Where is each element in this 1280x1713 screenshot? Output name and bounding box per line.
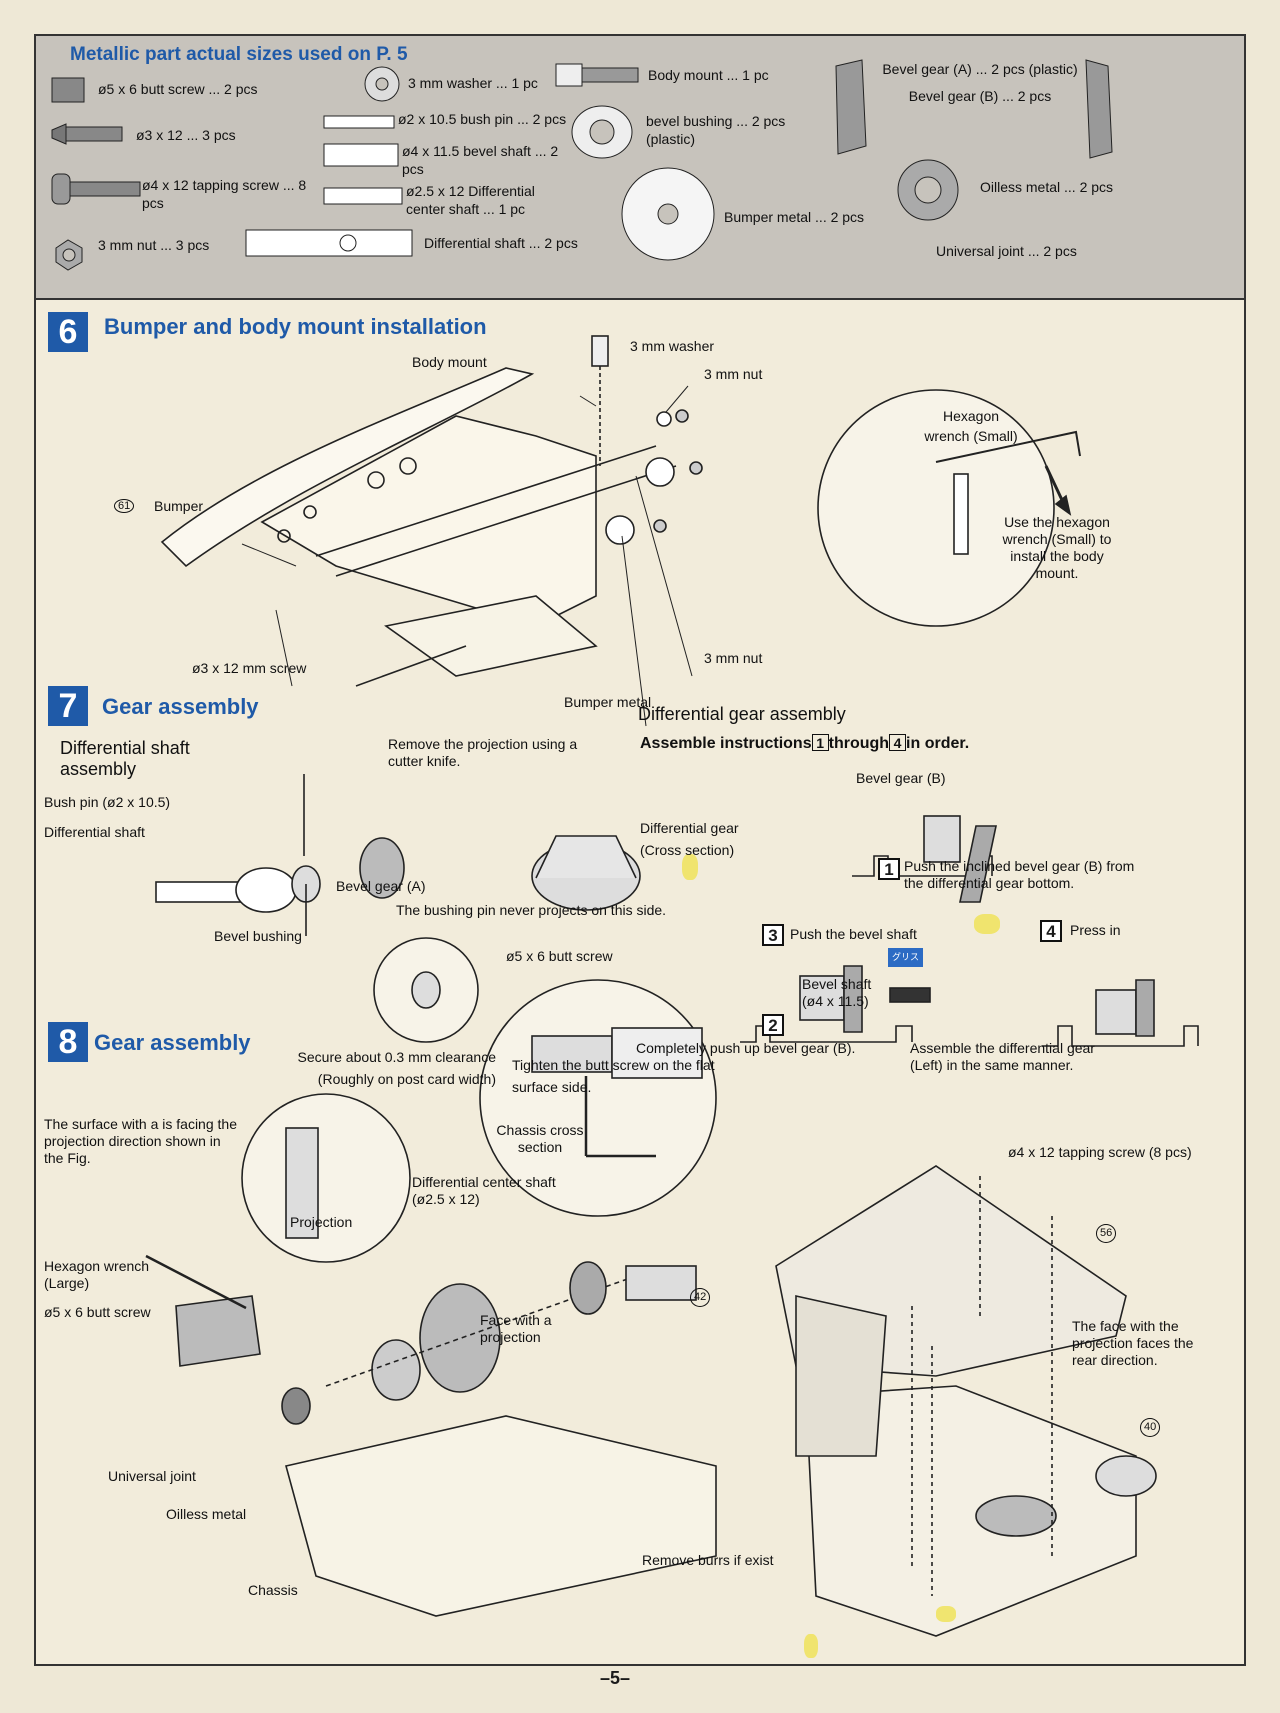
diff-step2-number: 2	[762, 1014, 784, 1036]
label-chassis-cross: Chassis cross section	[496, 1122, 584, 1155]
parts-panel-title: Metallic part actual sizes used on P. 5	[70, 44, 408, 65]
label-clearance: Secure about 0.3 mm clearance (Roughly o…	[297, 1049, 496, 1087]
label-bumper-ref: 61	[114, 496, 135, 515]
part-label-bevel-shaft: ø4 x 11.5 bevel shaft ... 2 pcs	[402, 143, 559, 177]
label-bumper-metal: Bumper metal	[564, 694, 652, 710]
label-surface-note: The surface with a is facing the project…	[44, 1116, 237, 1166]
diff-step1-text: Push the inclined bevel gear (B) from th…	[904, 858, 1135, 891]
step7-title: Gear assembly	[102, 694, 259, 719]
part-label-center-shaft: ø2.5 x 12 Differential center shaft ... …	[406, 183, 535, 217]
diff-step1-number: 1	[878, 858, 900, 880]
part-label-bush-pin: ø2 x 10.5 bush pin ... 2 pcs	[398, 111, 567, 127]
label-oilless-metal: Oilless metal	[166, 1506, 247, 1522]
step8-title: Gear assembly	[94, 1030, 251, 1055]
part-label-butt-screw: ø5 x 6 butt screw ... 2 pcs	[98, 81, 258, 97]
part-label-ujoint: Universal joint ... 2 pcs	[936, 243, 1077, 259]
parts-panel: Metallic part actual sizes used on P. 5	[36, 36, 1244, 300]
part-label-washer: 3 mm washer ... 1 pc	[408, 75, 538, 91]
ref-56: 56	[1096, 1224, 1117, 1243]
page-number: –5–	[600, 1668, 631, 1688]
manual-page: Metallic part actual sizes used on P. 5	[34, 34, 1246, 1666]
ref-42: 42	[690, 1288, 711, 1307]
label-diff-gear: Differential gear	[640, 820, 739, 836]
label-bumper: Bumper	[154, 498, 204, 514]
stain	[804, 1634, 818, 1658]
label-universal-joint: Universal joint	[108, 1468, 196, 1484]
part-label-tapping-screw: ø4 x 12 tapping screw ... 8 pcs	[142, 177, 307, 211]
diff-step4-text: Press in	[1070, 922, 1121, 938]
label-butt-screw-zoom: ø5 x 6 butt screw	[506, 948, 613, 964]
label-center-shaft: Differential center shaft (ø2.5 x 12)	[412, 1174, 556, 1207]
label-nut-bottom: 3 mm nut	[704, 650, 763, 666]
label-body-mount: Body mount	[412, 354, 487, 370]
diff-step3-text: Push the bevel shaft	[790, 926, 917, 942]
stain	[682, 854, 698, 880]
label-face-projection: Face with a projection	[480, 1312, 552, 1345]
label-hex-wrench-small: Hexagon wrench (Small)	[924, 408, 1018, 444]
label-butt-screw: ø5 x 6 butt screw	[44, 1304, 151, 1320]
diff-left-note: Assemble the differential gear (Left) in…	[910, 1040, 1095, 1073]
diff-step3-number: 3	[762, 924, 784, 946]
part-label-body-mount: Body mount ... 1 pc	[648, 67, 769, 83]
label-bush-pin: Bush pin (ø2 x 10.5)	[44, 794, 171, 810]
step6-number: 6	[48, 312, 88, 352]
step7-subtitle: Differential shaft assembly	[60, 738, 190, 779]
label-chassis: Chassis	[248, 1582, 298, 1598]
diff-step2-text: Completely push up bevel gear (B).	[636, 1040, 856, 1056]
part-label-bevel-gear: Bevel gear (A) ... 2 pcs (plastic) Bevel…	[882, 61, 1078, 104]
label-bevel-shaft: Bevel shaft (ø4 x 11.5)	[802, 976, 872, 1009]
part-label-bevel-bushing: bevel bushing ... 2 pcs (plastic)	[646, 113, 786, 147]
butt-screw-shape	[51, 77, 85, 103]
diff-gear-heading: Differential gear assembly	[638, 704, 846, 724]
label-nut-top: 3 mm nut	[704, 366, 763, 382]
step8-number: 8	[48, 1022, 88, 1062]
label-diff-shaft: Differential shaft	[44, 824, 145, 840]
label-hex-wrench-large: Hexagon wrench (Large)	[44, 1258, 150, 1291]
parts-illustrations	[51, 59, 1113, 271]
label-tighten: Tighten the butt screw on the flat surfa…	[512, 1057, 715, 1095]
label-washer: 3 mm washer	[630, 338, 715, 354]
label-hex-note: Use the hexagon wrench (Small) to instal…	[1002, 514, 1112, 581]
label-projection-note: Remove the projection using a cutter kni…	[388, 736, 578, 769]
label-face-rear: The face with the projection faces the r…	[1072, 1318, 1194, 1368]
label-bevel-bushing: Bevel bushing	[214, 928, 302, 944]
ref-40: 40	[1140, 1418, 1161, 1437]
part-label-nut: 3 mm nut ... 3 pcs	[98, 237, 210, 253]
label-bevel-gear-b: Bevel gear (B)	[856, 770, 946, 786]
label-bevel-gear-a: Bevel gear (A)	[336, 878, 426, 894]
step6-title: Bumper and body mount installation	[104, 314, 487, 339]
label-screw: ø3 x 12 mm screw	[192, 660, 307, 676]
diff-step4-number: 4	[1040, 920, 1062, 942]
assembly-illustrations	[145, 335, 1199, 1637]
label-projection: Projection	[290, 1214, 353, 1230]
stain	[936, 1606, 956, 1622]
stain	[974, 914, 1000, 934]
grease-tag: グリス	[888, 948, 924, 967]
label-cross-section: (Cross section)	[640, 842, 735, 858]
label-tapping-screw: ø4 x 12 tapping screw (8 pcs)	[1008, 1144, 1192, 1160]
label-pin-note: The bushing pin never projects on this s…	[396, 902, 667, 918]
step7-number: 7	[48, 686, 88, 726]
part-label-bumper-metal: Bumper metal ... 2 pcs	[724, 209, 865, 225]
part-label-oilless: Oilless metal ... 2 pcs	[980, 179, 1114, 195]
part-label-screw-3x12: ø3 x 12 ... 3 pcs	[136, 127, 236, 143]
part-label-diff-shaft: Differential shaft ... 2 pcs	[424, 235, 578, 251]
label-remove-burrs: Remove burrs if exist	[642, 1552, 774, 1568]
